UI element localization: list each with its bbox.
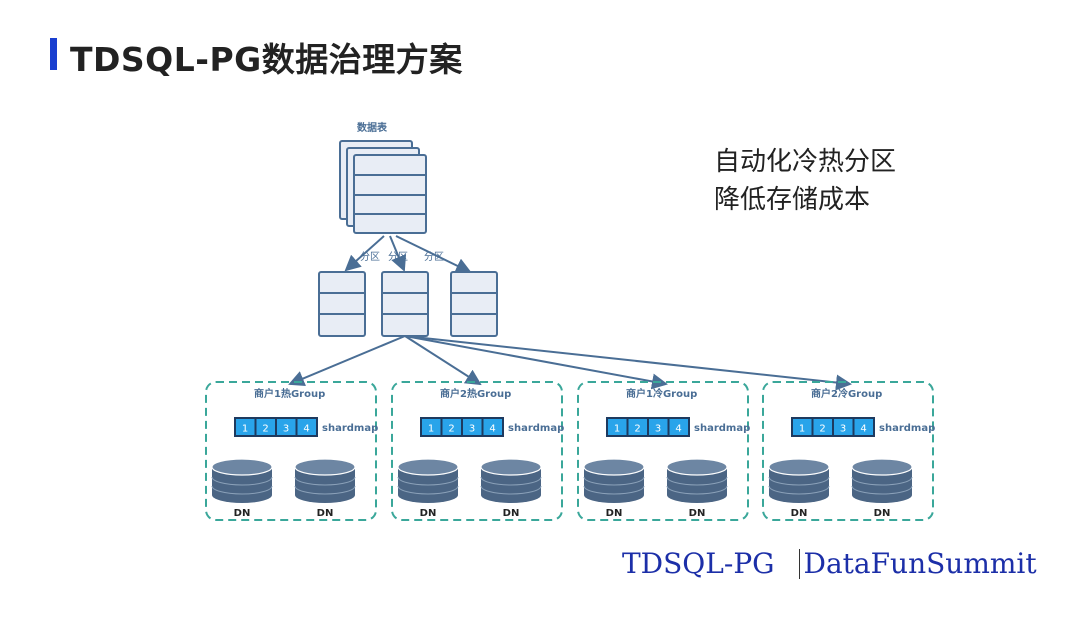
- slogan-line-1: 自动化冷热分区: [714, 147, 897, 177]
- data-node-disk: [768, 458, 830, 503]
- title-accent-bar: [50, 38, 57, 70]
- shard-cell: [628, 419, 647, 435]
- shard-cell: [608, 419, 627, 435]
- shardmap-label: shardmap: [694, 423, 750, 434]
- shard-cell: [649, 419, 668, 435]
- shardmap-strip: [791, 417, 875, 437]
- shard-number: 4: [860, 424, 866, 435]
- group-arrows: [288, 335, 852, 391]
- shard-number: 2: [448, 424, 454, 435]
- group-border: [391, 381, 563, 521]
- shard-cell: [813, 419, 832, 435]
- data-node-label: DN: [874, 508, 891, 519]
- footer-brand: DataFunSummit: [803, 547, 1037, 580]
- data-node-disk: [851, 458, 913, 503]
- data-node-disk: [666, 458, 728, 503]
- shard-cell: [422, 419, 441, 435]
- source-table-stack: [339, 140, 427, 234]
- group-name: 商户1热Group: [254, 387, 325, 400]
- shard-cell: [463, 419, 482, 435]
- shard-cell: [793, 419, 812, 435]
- shard-number: 3: [655, 424, 661, 435]
- shard-number: 4: [675, 424, 681, 435]
- shard-cell: [834, 419, 853, 435]
- shard-number: 1: [614, 424, 620, 435]
- partition-arrows: [344, 235, 472, 274]
- data-node-label: DN: [606, 508, 623, 519]
- data-node-label: DN: [791, 508, 808, 519]
- shard-cell: [483, 419, 502, 435]
- partition-label-1: 分区: [360, 251, 380, 263]
- partition-label-3: 分区: [424, 251, 444, 263]
- group-border: [577, 381, 749, 521]
- group-name: 商户2热Group: [440, 387, 511, 400]
- data-node-label: DN: [689, 508, 706, 519]
- shard-number: 1: [799, 424, 805, 435]
- data-node-label: DN: [234, 508, 251, 519]
- footer-product: TDSQL-PG: [622, 547, 775, 580]
- group-name: 商户1冷Group: [626, 387, 697, 400]
- footer: TDSQL-PG DataFunSummit: [622, 547, 1037, 580]
- shard-number: 1: [242, 424, 248, 435]
- shardmap-strip: [420, 417, 504, 437]
- data-node-disk: [211, 458, 273, 503]
- slogan: 自动化冷热分区 降低存储成本: [714, 143, 896, 219]
- shard-number: 2: [819, 424, 825, 435]
- shardmap-label: shardmap: [879, 423, 935, 434]
- shard-cell: [256, 419, 275, 435]
- shard-cell: [669, 419, 688, 435]
- group-name: 商户2冷Group: [811, 387, 882, 400]
- shard-number: 3: [283, 424, 289, 435]
- shard-cell: [277, 419, 296, 435]
- data-node-label: DN: [420, 508, 437, 519]
- partition-table-1: [318, 271, 366, 337]
- page-title: TDSQL-PG数据治理方案: [70, 40, 463, 79]
- shard-number: 2: [634, 424, 640, 435]
- data-node-disk: [480, 458, 542, 503]
- data-node-disk: [583, 458, 645, 503]
- partition-table-3: [450, 271, 498, 337]
- slogan-line-2: 降低存储成本: [714, 185, 871, 215]
- group-border: [762, 381, 934, 521]
- shardmap-label: shardmap: [322, 423, 378, 434]
- shard-cell: [297, 419, 316, 435]
- data-node-label: DN: [503, 508, 520, 519]
- shard-cell: [236, 419, 255, 435]
- footer-separator: [798, 549, 800, 579]
- group-border: [205, 381, 377, 521]
- shardmap-label: shardmap: [508, 423, 564, 434]
- shard-number: 3: [840, 424, 846, 435]
- data-node-disk: [294, 458, 356, 503]
- shard-number: 4: [303, 424, 309, 435]
- shard-cell: [854, 419, 873, 435]
- shardmap-strip: [606, 417, 690, 437]
- partition-label-2: 分区: [388, 251, 408, 263]
- data-node-label: DN: [317, 508, 334, 519]
- shard-number: 3: [469, 424, 475, 435]
- source-table-label: 数据表: [357, 121, 388, 134]
- shard-cell: [442, 419, 461, 435]
- data-node-disk: [397, 458, 459, 503]
- shard-number: 1: [428, 424, 434, 435]
- partition-table-2: [381, 271, 429, 337]
- shardmap-strip: [234, 417, 318, 437]
- shard-number: 2: [262, 424, 268, 435]
- shard-number: 4: [489, 424, 495, 435]
